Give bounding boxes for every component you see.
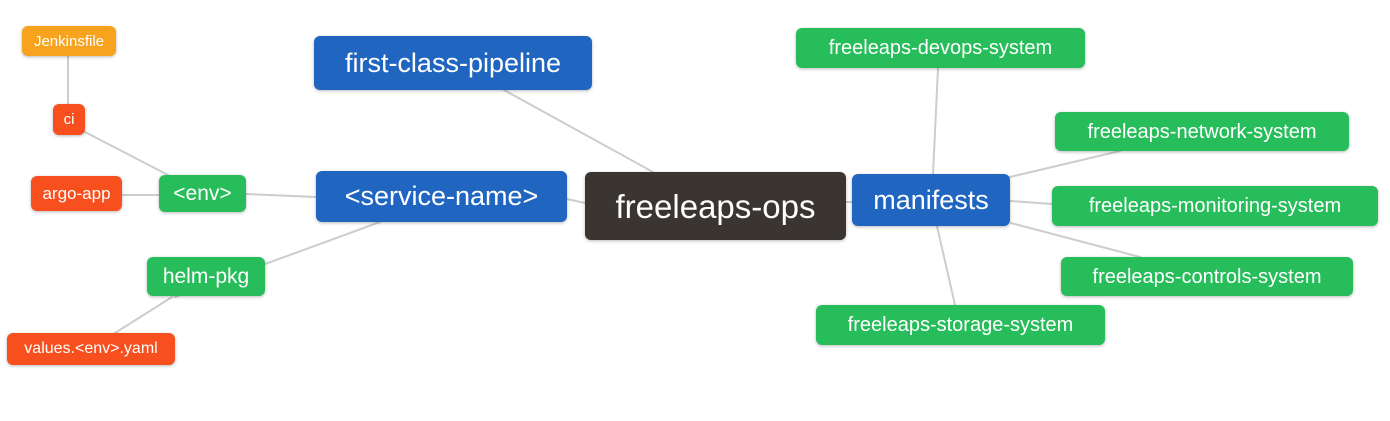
node-freeleaps-storage-system[interactable]: freeleaps-storage-system — [816, 305, 1105, 345]
edge-manifests--freeleaps-storage-system — [936, 225, 956, 306]
node-freeleaps-ops[interactable]: freeleaps-ops — [585, 172, 846, 240]
node-manifests[interactable]: manifests — [852, 174, 1010, 226]
node-jenkinsfile[interactable]: Jenkinsfile — [22, 26, 116, 56]
node-env[interactable]: <env> — [159, 175, 246, 212]
edge-values-env-yaml--helm-pkg — [114, 296, 173, 334]
edge-manifests--freeleaps-network-system — [1009, 150, 1121, 178]
edge-manifests--freeleaps-devops-system — [932, 67, 939, 175]
node-service-name[interactable]: <service-name> — [316, 171, 567, 222]
node-argo-app[interactable]: argo-app — [31, 176, 122, 211]
edge-manifests--freeleaps-monitoring-system — [1009, 200, 1053, 205]
edge-service-name--freeleaps-ops — [566, 198, 586, 204]
node-freeleaps-devops-system[interactable]: freeleaps-devops-system — [796, 28, 1085, 68]
node-freeleaps-network-system[interactable]: freeleaps-network-system — [1055, 112, 1349, 151]
node-ci[interactable]: ci — [53, 104, 85, 135]
node-helm-pkg[interactable]: helm-pkg — [147, 257, 265, 296]
node-freeleaps-controls-system[interactable]: freeleaps-controls-system — [1061, 257, 1353, 296]
edge-env--service-name — [245, 193, 317, 198]
edge-ci--env — [82, 130, 171, 177]
edge-first-class-pipeline--freeleaps-ops — [503, 89, 654, 173]
edge-manifests--freeleaps-controls-system — [1010, 222, 1141, 258]
node-freeleaps-monitoring-system[interactable]: freeleaps-monitoring-system — [1052, 186, 1378, 226]
node-values-env-yaml[interactable]: values.<env>.yaml — [7, 333, 175, 365]
node-first-class-pipeline[interactable]: first-class-pipeline — [314, 36, 592, 90]
